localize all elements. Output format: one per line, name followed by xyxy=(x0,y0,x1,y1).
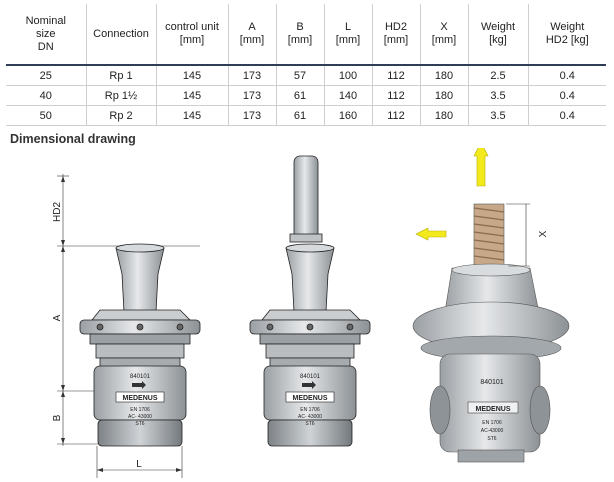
column-header-line: [mm] xyxy=(431,34,457,46)
dimension-arrowheads xyxy=(61,176,182,472)
table-cell: 0.4 xyxy=(528,65,606,86)
photo-plate-code: 840101 xyxy=(480,379,503,386)
photo-plate-brand: MEDENUS xyxy=(475,406,510,413)
column-header: L[mm] xyxy=(324,4,373,65)
x-dimension xyxy=(506,203,530,267)
column-header-line: X xyxy=(440,21,448,33)
column-header: B[mm] xyxy=(276,4,325,65)
column-header-line: HD2 xyxy=(384,21,407,33)
table-cell: 0.4 xyxy=(528,85,606,106)
column-header-line: Weight xyxy=(550,21,585,33)
column-header: X[mm] xyxy=(420,4,469,65)
plate-temper: ST6 xyxy=(305,421,314,427)
plate-alloy: AC- 43000 xyxy=(128,414,152,420)
nameplate-standard: 840101 MEDENUS EN 1706 AC- 43000 ST6 xyxy=(115,374,165,427)
table-cell: 140 xyxy=(324,85,373,106)
plate-code: 840101 xyxy=(300,374,321,380)
photo-plate-temper: ST6 xyxy=(487,436,496,442)
plate-temper: ST6 xyxy=(135,421,144,427)
table-cell: 50 xyxy=(6,105,87,126)
arrow-up-icon xyxy=(473,148,489,187)
column-header: Connection xyxy=(86,4,157,65)
table-cell: 2.5 xyxy=(468,65,529,86)
column-header-line: [mm] xyxy=(335,34,361,46)
column-header-line: Connection xyxy=(93,27,149,40)
plate-norm: EN 1706 xyxy=(300,407,320,413)
table-cell: 61 xyxy=(276,85,325,106)
table-cell: 180 xyxy=(420,65,469,86)
column-header: A[mm] xyxy=(228,4,277,65)
nameplate-hd2: 840101 MEDENUS EN 1706 AC- 43000 ST6 xyxy=(285,374,335,427)
plate-code: 840101 xyxy=(130,374,151,380)
table-cell: 112 xyxy=(372,65,421,86)
table-cell: 145 xyxy=(156,85,229,106)
table-cell: 145 xyxy=(156,105,229,126)
column-header-line: [mm] xyxy=(287,34,313,46)
column-header-line: Weight xyxy=(480,21,516,33)
column-header-line: [mm] xyxy=(179,34,205,46)
plate-alloy: AC- 43000 xyxy=(298,414,322,420)
column-header: control unit[mm] xyxy=(156,4,229,65)
photo-plate-alloy: AC-43000 xyxy=(481,428,504,434)
column-header-line: [mm] xyxy=(383,34,409,46)
table-cell: Rp 1 xyxy=(86,65,157,86)
table-cell: 173 xyxy=(228,65,277,86)
table-cell: 0.4 xyxy=(528,105,606,126)
table-cell: 25 xyxy=(6,65,87,86)
valve-drawing-standard xyxy=(79,243,201,447)
column-header-line: Nominal xyxy=(25,14,66,27)
table-cell: Rp 1½ xyxy=(86,85,157,106)
dim-label-a: A xyxy=(52,314,63,321)
table-cell: 180 xyxy=(420,85,469,106)
dim-label-l: L xyxy=(136,459,142,470)
plate-brand: MEDENUS xyxy=(122,395,157,402)
column-header-line: B xyxy=(296,21,304,33)
column-header-line: [kg] xyxy=(489,34,507,46)
column-header: HD2[mm] xyxy=(372,4,421,65)
section-heading: Dimensional drawing xyxy=(10,132,136,146)
table-cell: 3.5 xyxy=(468,105,529,126)
table-cell: 3.5 xyxy=(468,85,529,106)
table-cell: 100 xyxy=(324,65,373,86)
column-header-line: [mm] xyxy=(239,34,265,46)
column-header: Weight[kg] xyxy=(468,4,529,65)
column-header-line: L xyxy=(344,21,352,33)
dimensional-drawing: HD2 A B L 840101 MEDENUS EN 1706 AC- 430… xyxy=(52,148,570,478)
column-header-line: HD2 [kg] xyxy=(545,34,589,46)
column-header-line: control unit xyxy=(165,21,219,33)
table-cell: 112 xyxy=(372,85,421,106)
plate-norm: EN 1706 xyxy=(130,407,150,413)
table-cell: 173 xyxy=(228,105,277,126)
column-header-line: size xyxy=(35,27,56,40)
table-cell: 160 xyxy=(324,105,373,126)
spring-coils xyxy=(473,207,505,261)
table-cell: Rp 2 xyxy=(86,105,157,126)
arrow-left-icon xyxy=(415,227,447,241)
table-cell: 61 xyxy=(276,105,325,126)
dim-label-b: B xyxy=(52,414,63,421)
valve-drawing-hd2 xyxy=(249,155,371,447)
plate-brand: MEDENUS xyxy=(292,395,327,402)
column-header-line: DN xyxy=(37,40,54,53)
table-cell: 173 xyxy=(228,85,277,106)
table-cell: 112 xyxy=(372,105,421,126)
table-cell: 180 xyxy=(420,105,469,126)
photo-plate-norm: EN 1706 xyxy=(482,420,502,426)
valve-photo xyxy=(412,203,570,463)
table-cell: 40 xyxy=(6,85,87,106)
column-header-line: A xyxy=(248,21,256,33)
dim-label-x: X xyxy=(538,230,549,237)
table-cell: 57 xyxy=(276,65,325,86)
nameplate-photo: 840101 MEDENUS EN 1706 AC-43000 ST6 xyxy=(467,379,519,442)
table-cell: 145 xyxy=(156,65,229,86)
dim-label-hd2: HD2 xyxy=(52,202,63,222)
